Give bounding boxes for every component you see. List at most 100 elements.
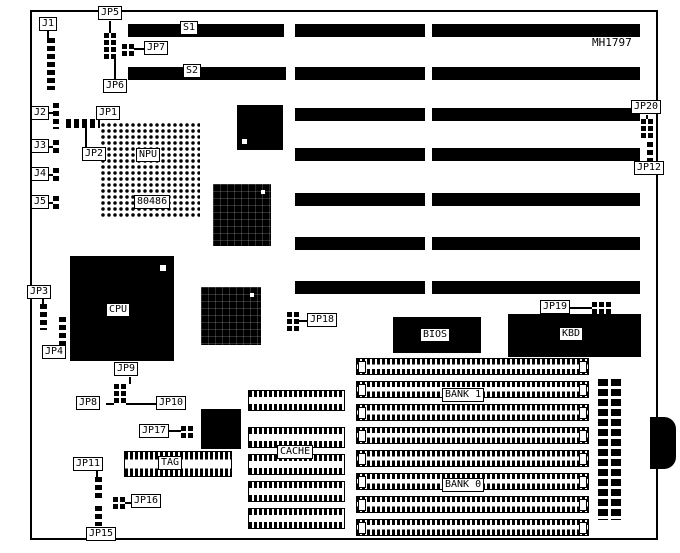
label-cache: CACHE [277,445,314,459]
label-jp6: JP6 [103,79,128,93]
leader-line [49,202,53,204]
jumper-jp3 [40,304,47,330]
connector-j4 [53,168,59,181]
leader-line [49,112,53,114]
leader-line [49,174,53,176]
label-npu: NPU [136,148,161,162]
label-tag: TAG [158,456,183,470]
cache-chip [248,481,345,502]
isa-slot [432,237,640,250]
label-bios: BIOS [420,328,451,342]
leader-line [109,21,111,33]
jumper-block-jp18 [287,312,299,331]
leader-line [42,299,44,304]
simm-socket [356,404,589,421]
cache-chip [248,454,345,475]
leader-line [85,128,87,147]
label-jp16: JP16 [131,494,162,508]
leader-line [646,115,648,119]
label-kbd: KBD [559,327,584,341]
isa-slot [295,237,425,250]
leader-line [570,307,592,309]
jumper-jp12 [647,142,653,161]
pin1-dot [160,265,166,271]
leader-line [134,48,144,50]
connector-j3 [53,140,59,153]
isa-slot [432,281,640,294]
pin1-dot [261,190,265,194]
leader-line [114,59,116,79]
isa-slot [432,193,640,206]
simm-socket [356,519,589,536]
isa-slot [295,108,425,121]
label-jp3: JP3 [27,285,52,299]
jumper-jp4 [59,317,66,345]
leader-line [96,471,98,477]
jumper-block-jp17 [181,426,193,438]
leader-line [106,403,114,405]
isa-slot [432,24,640,37]
label-jp1: JP1 [96,106,121,120]
label-jp19: JP19 [540,300,571,314]
simm-socket [356,358,589,375]
isa-slot [432,67,640,80]
part-number: MH1797 [592,36,632,49]
label-jp7: JP7 [144,41,169,55]
label-jp8: JP8 [76,396,101,410]
label-j5: J5 [31,195,50,209]
isa-slot-s1 [128,24,284,37]
leader-line [126,403,156,405]
isa-slot [295,148,425,161]
label-j1: J1 [39,17,58,31]
label-cpu: CPU [106,303,131,317]
isa-slot [432,148,640,161]
label-j3: J3 [31,139,50,153]
connector-j5 [53,196,59,209]
label-s2: S2 [183,64,202,78]
label-jp5: JP5 [98,6,123,20]
label-cpu-model: 80486 [134,195,171,209]
isa-slot [295,193,425,206]
simm-socket [356,496,589,513]
jumper-block-jp5 [104,33,116,59]
label-jp11: JP11 [73,457,104,471]
jumper-block-jp9 [114,384,126,403]
leader-line [129,377,131,384]
leader-line [299,320,307,322]
label-jp9: JP9 [114,362,139,376]
jumper-jp11 [95,477,102,501]
jumper-jp1 [66,119,100,128]
isa-slot [295,67,425,80]
jumper-block-jp19 [592,302,611,314]
jumper-block-jp16 [113,497,125,509]
label-bank0: BANK 0 [442,478,485,492]
pin1-dot [250,293,254,297]
isa-slot-s2 [128,67,286,80]
label-s1: S1 [180,21,199,35]
label-jp18: JP18 [307,313,338,327]
leader-line [169,430,181,432]
label-jp15: JP15 [86,527,117,541]
isa-slot [295,281,425,294]
keyboard-din-connector [650,417,676,469]
label-jp20: JP20 [631,100,662,114]
power-connector [596,379,623,520]
label-j2: J2 [31,106,50,120]
pin1-dot [242,139,247,144]
simm-socket [356,427,589,444]
simm-socket [356,450,589,467]
chip [213,184,271,246]
jumper-block-jp20 [641,119,653,138]
connector-j1 [47,38,55,90]
label-jp12: JP12 [634,161,665,175]
chip [201,409,241,449]
jumper-jp15 [95,506,102,526]
isa-slot [432,108,640,121]
isa-slot [295,24,425,37]
jumper-block-jp7 [122,44,134,56]
leader-line [47,31,49,39]
label-bank1: BANK 1 [442,388,485,402]
label-jp17: JP17 [139,424,170,438]
label-j4: J4 [31,167,50,181]
